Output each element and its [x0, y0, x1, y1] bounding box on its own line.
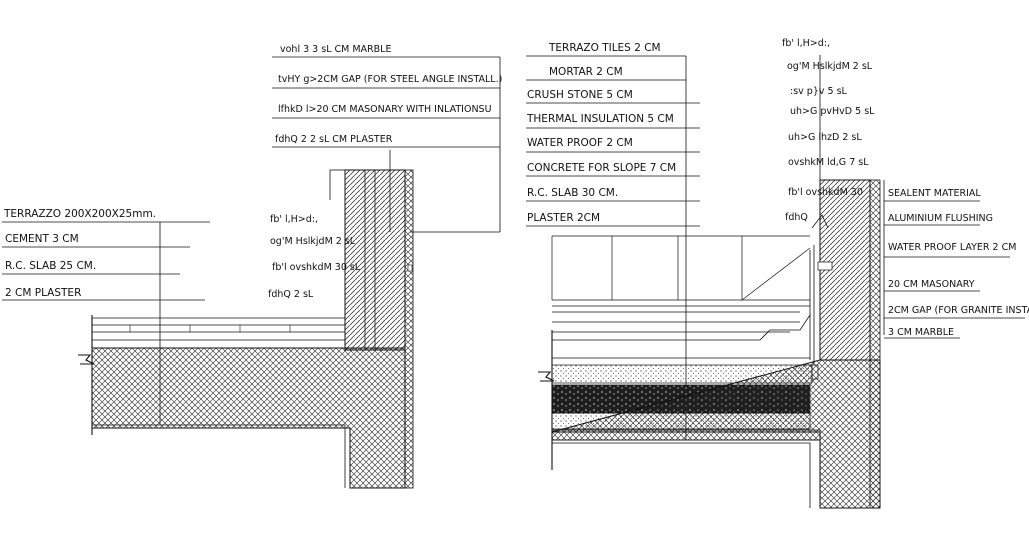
right-alt-label-4: uh>G pvHvD 5 sL	[790, 106, 875, 117]
right-wall-label-5: 2CM GAP (FOR GRANITE INSTALL.)	[888, 305, 1029, 316]
right-roof-label-8: PLASTER 2CM	[527, 212, 600, 224]
left-alt-label-4: fdhQ 2 sL	[268, 289, 314, 300]
left-top-label-3: lfhkD l>20 CM MASONARY WITH INLATIONSU	[278, 104, 492, 115]
right-wall-label-2: ALUMINIUM FLUSHING	[888, 213, 993, 224]
right-roof-label-5: WATER PROOF 2 CM	[527, 137, 633, 149]
right-wall-label-6: 3 CM MARBLE	[888, 327, 954, 338]
left-top-callout: vohl 3 3 sL CM MARBLE tvHY g>2CM GAP (FO…	[272, 44, 502, 233]
right-alt-label-5: uh>G lhzD 2 sL	[788, 132, 862, 143]
left-floor-layers	[78, 315, 406, 489]
right-wall-label-1: SEALENT MATERIAL	[888, 188, 981, 199]
left-top-label-4: fdhQ 2 2 sL CM PLASTER	[275, 134, 393, 145]
right-roof-callout: TERRAZO TILES 2 CM MORTAR 2 CM CRUSH STO…	[526, 42, 700, 440]
right-alt-label-6: ovshkM ld,G 7 sL	[788, 157, 869, 168]
left-floor-callout: TERRAZZO 200X200X25mm. CEMENT 3 CM R.C. …	[2, 208, 210, 425]
right-roof-label-6: CONCRETE FOR SLOPE 7 CM	[527, 162, 676, 174]
left-section-detail: vohl 3 3 sL CM MARBLE tvHY g>2CM GAP (FO…	[2, 44, 502, 489]
right-wall-label-4: 20 CM MASONARY	[888, 279, 975, 290]
right-section-detail: TERRAZO TILES 2 CM MORTAR 2 CM CRUSH STO…	[526, 38, 1029, 509]
left-wall-section	[329, 169, 414, 489]
left-top-label-2: tvHY g>2CM GAP (FOR STEEL ANGLE INSTALL.…	[278, 74, 502, 85]
left-alt-label-1: fb' l,H>d:,	[270, 214, 318, 225]
right-wall-callout: SEALENT MATERIAL ALUMINIUM FLUSHING WATE…	[883, 180, 1029, 339]
right-alt-label-8: fdhQ	[785, 212, 808, 223]
right-alt-label-3: :sv p}v 5 sL	[790, 86, 848, 97]
right-wall-section	[809, 179, 881, 509]
right-wall-label-3: WATER PROOF LAYER 2 CM	[888, 242, 1016, 253]
left-floor-alt-labels: fb' l,H>d:, og'M HslkjdM 2 sL fb'l ovshk…	[268, 214, 361, 300]
right-roof-label-3: CRUSH STONE 5 CM	[527, 89, 633, 101]
left-alt-label-2: og'M HslkjdM 2 sL	[270, 236, 356, 247]
left-top-label-1: vohl 3 3 sL CM MARBLE	[280, 44, 391, 55]
left-floor-label-4: 2 CM PLASTER	[5, 287, 81, 299]
right-roof-label-4: THERMAL INSULATION 5 CM	[526, 113, 674, 125]
right-alt-label-1: fb' l,H>d:,	[782, 38, 830, 49]
left-floor-label-1: TERRAZZO 200X200X25mm.	[3, 208, 156, 220]
right-roof-label-2: MORTAR 2 CM	[549, 66, 623, 78]
left-floor-label-3: R.C. SLAB 25 CM.	[5, 260, 96, 272]
left-alt-label-3: fb'l ovshkdM 30 sL	[272, 262, 361, 273]
right-alt-label-2: og'M HslkjdM 2 sL	[787, 61, 873, 72]
right-roof-layers	[538, 235, 881, 509]
right-roof-label-1: TERRAZO TILES 2 CM	[548, 42, 661, 54]
right-roof-label-7: R.C. SLAB 30 CM.	[527, 187, 618, 199]
left-floor-label-2: CEMENT 3 CM	[5, 233, 79, 245]
